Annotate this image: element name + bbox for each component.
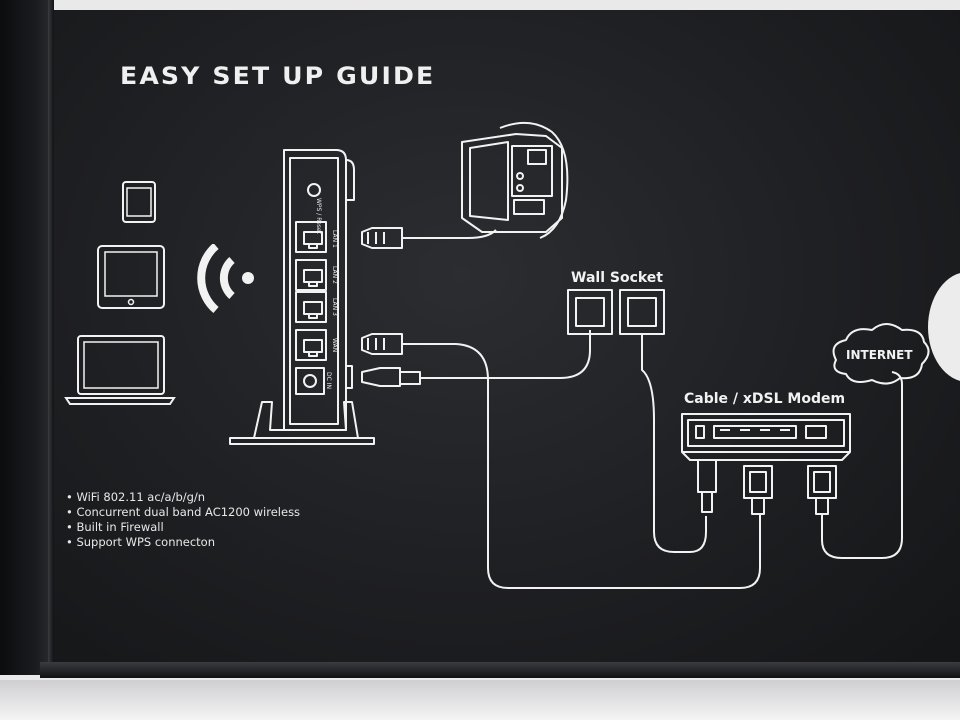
feature-item: Support WPS connecton: [66, 535, 300, 550]
modem-label: Cable / xDSL Modem: [684, 391, 846, 407]
wall-sockets: [567, 289, 665, 335]
wifi-signal-icon: [197, 244, 254, 314]
router-label-lan2: LAN 2: [331, 266, 338, 284]
feature-item: WiFi 802.11 ac/a/b/g/n: [66, 490, 300, 505]
feature-item: Concurrent dual band AC1200 wireless: [66, 505, 300, 520]
modem-icon: [681, 413, 851, 461]
router-label-dc-in: DC IN: [325, 372, 332, 389]
desktop-pc-icon: [461, 121, 569, 239]
router-label-wps: WPS / Reset: [315, 198, 322, 234]
wall-socket-label: Wall Socket: [571, 270, 663, 286]
internet-label: INTERNET: [846, 348, 913, 362]
router-label-wan: WAN: [331, 338, 338, 353]
smartphone-icon: [122, 181, 156, 223]
box-left-flap: [0, 0, 52, 675]
panel-bottom-edge: [40, 662, 960, 678]
laptop-icon: [64, 335, 176, 405]
feature-item: Built in Firewall: [66, 520, 300, 535]
router-label-lan3: LAN 3: [331, 298, 338, 316]
table-surface: [0, 680, 960, 720]
box-flap-edge: [48, 0, 54, 676]
guide-title: EASY SET UP GUIDE: [120, 62, 436, 90]
guide-panel: [54, 10, 960, 672]
router-label-lan1: LAN 1: [331, 230, 338, 248]
router-icon: [283, 149, 355, 431]
router-stand: [229, 401, 375, 445]
feature-list: WiFi 802.11 ac/a/b/g/n Concurrent dual b…: [66, 490, 300, 550]
tablet-icon: [97, 245, 165, 309]
